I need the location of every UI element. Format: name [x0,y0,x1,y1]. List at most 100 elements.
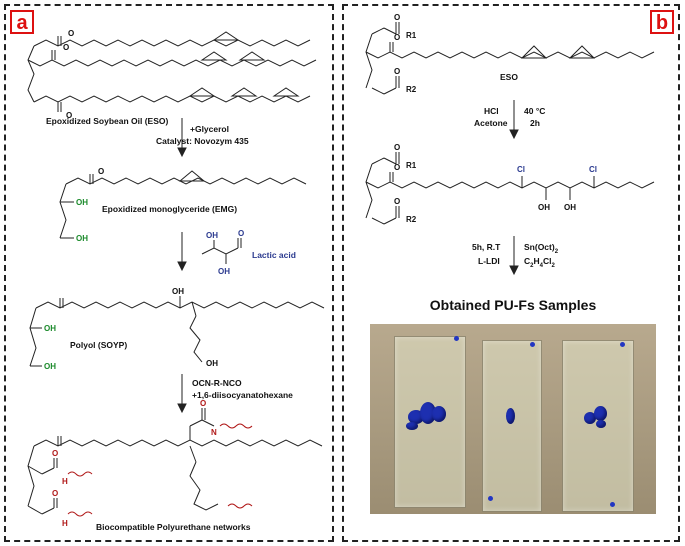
reagent-catalyst: Catalyst: Novozym 435 [156,136,249,146]
atom-oh: OH [76,198,88,207]
panel-a: a [4,4,334,542]
dye-spot [420,402,436,424]
dye-spot [596,420,606,428]
epoxide-ring [212,31,240,41]
isocyanate-name: +1,6-diisocyanatohexane [192,390,293,400]
panel-b: b [342,4,680,542]
panel-b-scheme: R1 R2 O O O ESO HCl Acetone 40 °C 2h R1 … [365,13,655,276]
atom-cl: Cl [517,165,525,174]
marker-dot [620,342,625,347]
emg-label: Epoxidized monoglyceride (EMG) [102,204,237,214]
dye-spot [432,406,446,422]
polyol-backbone [29,307,37,367]
atom-o: O [68,29,74,38]
atom-h: H [62,477,68,486]
panel-a-scheme: O O O O OH OH O OH OH OH OH OH OH O N O … [27,29,325,532]
marker-dot [454,336,459,341]
emg-backbone [59,183,67,239]
network-link [67,511,93,517]
photo-title: Obtained PU-Fs Samples [429,297,597,313]
eso-chain-1 [33,39,311,47]
pu-chain [33,439,323,447]
r2-label: R2 [406,85,417,94]
atom-oh: OH [172,287,184,296]
chlorohydrin-chain [365,181,655,189]
atom-o: O [394,197,400,206]
panel-b-tag: b [650,10,674,34]
atom-o: O [98,167,104,176]
epoxide-ring [230,87,258,97]
lactic-acid-label: Lactic acid [252,250,296,260]
atom-o: O [52,489,58,498]
cond2-time: 5h, R.T [472,242,501,252]
cond2-ldi: L-LDI [478,256,500,266]
cond-hcl: HCl [484,106,499,116]
eso-backbone [27,45,35,103]
atom-o: O [66,111,72,120]
sample-film-1 [394,336,466,508]
reagent-glycerol: +Glycerol [190,124,229,134]
pu-backbone [27,445,35,507]
atom-h: H [62,519,68,528]
epoxide-ring [272,87,300,97]
atom-oh: OH [76,234,88,243]
isocyanate-formula: OCN-R-NCO [192,378,242,388]
epoxide-ring [200,51,228,61]
marker-dot [610,502,615,507]
polyol-label: Polyol (SOYP) [70,340,127,350]
atom-o: O [394,13,400,22]
network-link [67,471,93,477]
atom-oh: OH [44,324,56,333]
epoxide-ring [520,45,548,59]
r1-label: R1 [406,161,417,170]
dye-spot [594,406,607,421]
cond-acetone: Acetone [474,118,508,128]
atom-o: O [238,229,244,238]
atom-o: O [52,449,58,458]
atom-o: O [394,33,400,42]
dye-spot [506,408,515,424]
cond-time: 2h [530,118,540,128]
eso-label: Epoxidized Soybean Oil (ESO) [46,116,168,126]
atom-o: O [394,143,400,152]
dye-spot [584,412,596,424]
eso-b-label: ESO [500,72,518,82]
emg-chain [65,177,307,185]
cond2-catalyst: Sn(Oct)2 [524,242,559,255]
atom-oh: OH [218,267,230,276]
dye-spot [406,422,418,430]
cond-temp: 40 °C [524,106,545,116]
marker-dot [530,342,535,347]
epoxide-ring [568,45,596,59]
epoxide-ring [188,87,216,97]
network-link [219,423,253,429]
marker-dot [488,496,493,501]
atom-n: N [211,428,217,437]
atom-cl: Cl [589,165,597,174]
atom-oh: OH [206,231,218,240]
network-link [227,503,253,509]
atom-o: O [394,163,400,172]
atom-oh: OH [206,359,218,368]
atom-o: O [63,43,69,52]
atom-o: O [394,67,400,76]
cond2-solvent: C2H4Cl2 [524,256,555,269]
lactic-acid [201,247,239,255]
samples-photo [370,324,656,514]
sample-film-2 [482,340,542,512]
atom-o: O [200,399,206,408]
eso-chain-3 [33,95,311,103]
panel-a-tag: a [10,10,34,34]
epoxide-ring [238,51,266,61]
eso-b-backbone [365,33,373,89]
chlorohydrin-backbone [365,163,373,219]
epoxide-ring [178,170,206,182]
r1-label: R1 [406,31,417,40]
atom-oh: OH [564,203,576,212]
pu-network-label: Biocompatible Polyurethane networks [96,522,251,532]
atom-oh: OH [538,203,550,212]
atom-oh: OH [44,362,56,371]
r2-label: R2 [406,215,417,224]
eso-b-chain [365,51,655,59]
eso-chain-2 [27,59,317,67]
